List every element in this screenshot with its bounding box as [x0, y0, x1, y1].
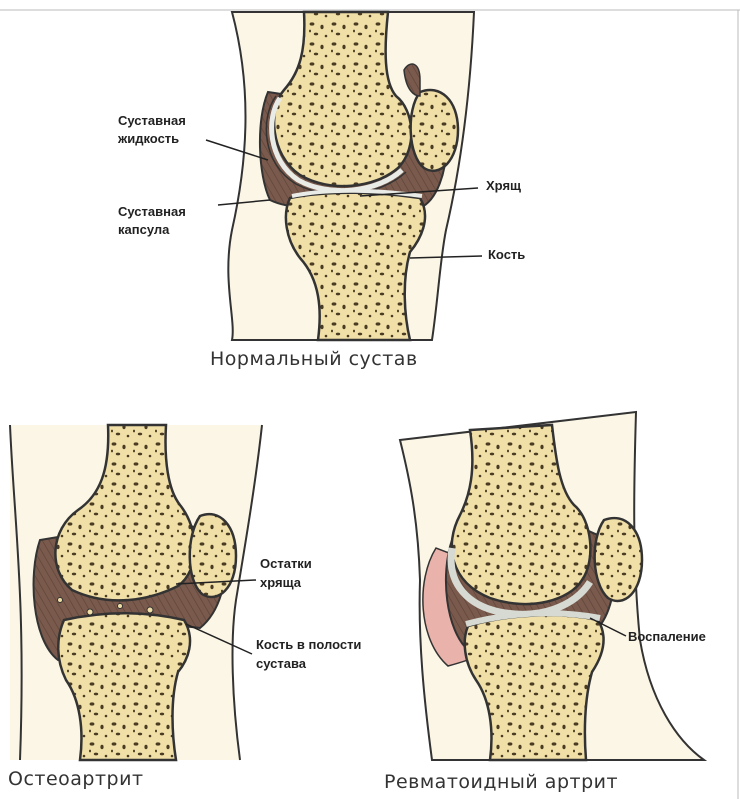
rheumatoid-illustration [400, 412, 704, 760]
label-cartilage-remnants-2: хряща [260, 574, 301, 592]
label-cartilage-remnants-1: Остатки [260, 555, 312, 573]
label-capsule-2: капсула [118, 221, 169, 239]
normal-patella [411, 90, 458, 171]
normal-joint-illustration [228, 12, 474, 340]
label-synovial-fluid-2: жидкость [118, 130, 179, 148]
label-bone: Кость [488, 246, 525, 264]
osteoarthritis-illustration [10, 425, 262, 760]
caption-osteoarthritis: Остеоартрит [8, 768, 144, 790]
oa-patella [190, 514, 236, 597]
caption-rheumatoid: Ревматоидный артрит [384, 771, 618, 793]
label-cartilage: Хрящ [486, 177, 521, 195]
label-capsule-1: Суставная [118, 203, 186, 221]
label-synovial-fluid-1: Суставная [118, 112, 186, 130]
label-bone-in-cavity-2: сустава [256, 655, 306, 673]
caption-normal: Нормальный сустав [210, 348, 418, 370]
ra-patella [595, 518, 642, 601]
label-inflammation: Воспаление [628, 628, 706, 646]
label-bone-in-cavity-1: Кость в полости [256, 636, 361, 654]
